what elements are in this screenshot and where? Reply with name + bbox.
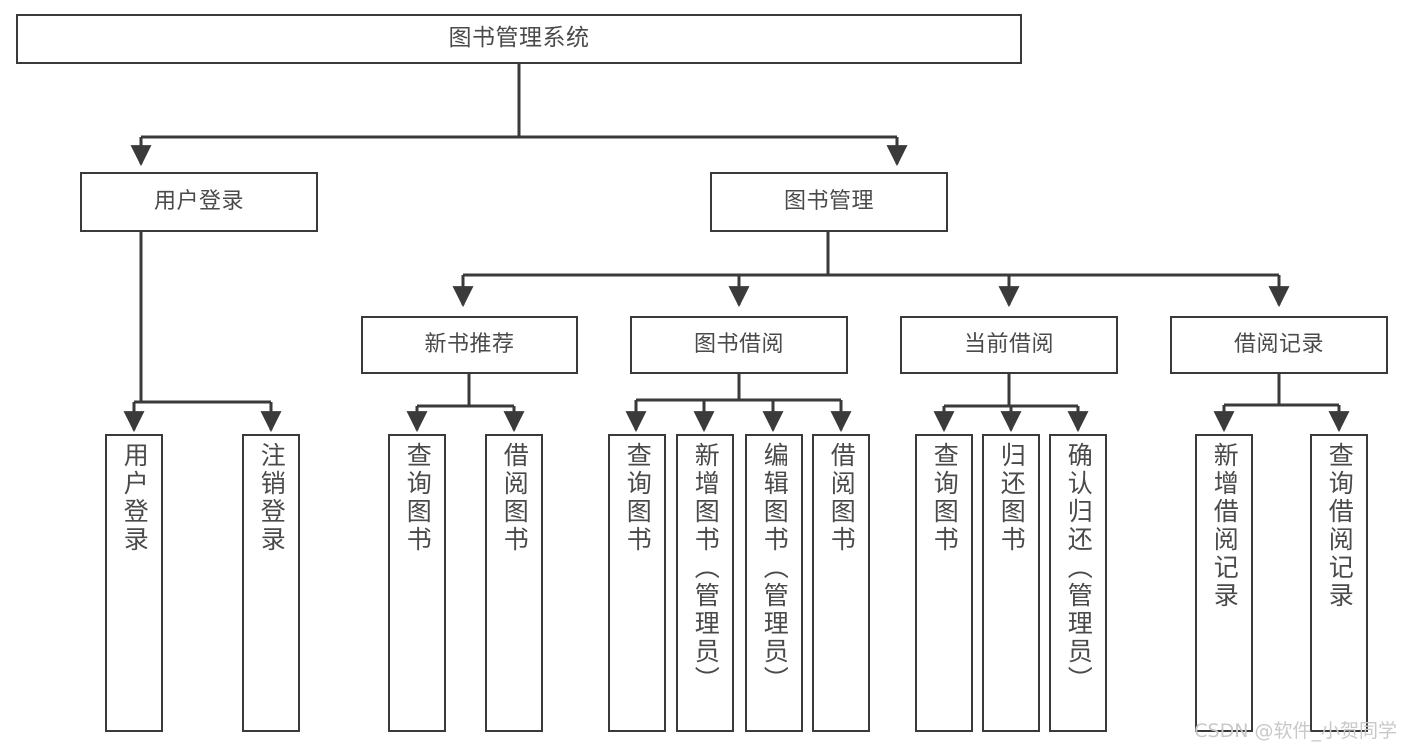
leaf-query-book-borrow[interactable]: 查询图书: [608, 434, 666, 732]
leaf-user-login[interactable]: 用户登录: [105, 434, 163, 732]
node-new-book-recommend[interactable]: 新书推荐: [361, 316, 578, 374]
node-label: 查询借阅记录: [1325, 442, 1355, 610]
leaf-borrow-book[interactable]: 借阅图书: [812, 434, 870, 732]
node-book-borrow[interactable]: 图书借阅: [630, 316, 848, 374]
node-user-login[interactable]: 用户登录: [80, 172, 318, 232]
csdn-watermark: CSDN @软件_小贺同学: [1194, 720, 1397, 742]
node-label: 借阅记录: [1233, 331, 1324, 357]
node-root-system[interactable]: 图书管理系统: [16, 14, 1022, 64]
node-label: 注销登录: [257, 442, 287, 554]
node-label: 查询图书: [623, 442, 653, 554]
leaf-add-book-admin[interactable]: 新增图书（管理员）: [676, 434, 734, 732]
node-label: 图书管理: [783, 188, 874, 214]
node-label: 新增图书（管理员）: [691, 442, 721, 694]
leaf-query-book-new[interactable]: 查询图书: [388, 434, 446, 732]
node-label: 确认归还（管理员）: [1064, 442, 1094, 694]
node-label: 归还图书: [997, 442, 1027, 554]
node-label: 当前借阅: [963, 331, 1054, 357]
node-label: 新书推荐: [424, 331, 515, 357]
node-label: 新增借阅记录: [1210, 442, 1240, 610]
leaf-borrow-book-new[interactable]: 借阅图书: [485, 434, 543, 732]
leaf-return-book[interactable]: 归还图书: [982, 434, 1040, 732]
node-label: 编辑图书（管理员）: [760, 442, 790, 694]
leaf-confirm-return-admin[interactable]: 确认归还（管理员）: [1049, 434, 1107, 732]
leaf-query-borrow-record[interactable]: 查询借阅记录: [1310, 434, 1368, 732]
leaf-logout[interactable]: 注销登录: [242, 434, 300, 732]
leaf-query-book-current[interactable]: 查询图书: [915, 434, 973, 732]
node-label: 查询图书: [930, 442, 960, 554]
node-book-management[interactable]: 图书管理: [710, 172, 948, 232]
node-label: 借阅图书: [827, 442, 857, 554]
leaf-edit-book-admin[interactable]: 编辑图书（管理员）: [745, 434, 803, 732]
node-current-borrow[interactable]: 当前借阅: [900, 316, 1118, 374]
node-label: 用户登录: [120, 442, 150, 554]
node-borrow-record[interactable]: 借阅记录: [1170, 316, 1388, 374]
node-label: 查询图书: [403, 442, 433, 554]
node-label: 用户登录: [153, 188, 244, 214]
leaf-add-borrow-record[interactable]: 新增借阅记录: [1195, 434, 1253, 732]
node-label: 借阅图书: [500, 442, 530, 554]
node-label: 图书管理系统: [448, 25, 590, 52]
node-label: 图书借阅: [693, 331, 784, 357]
